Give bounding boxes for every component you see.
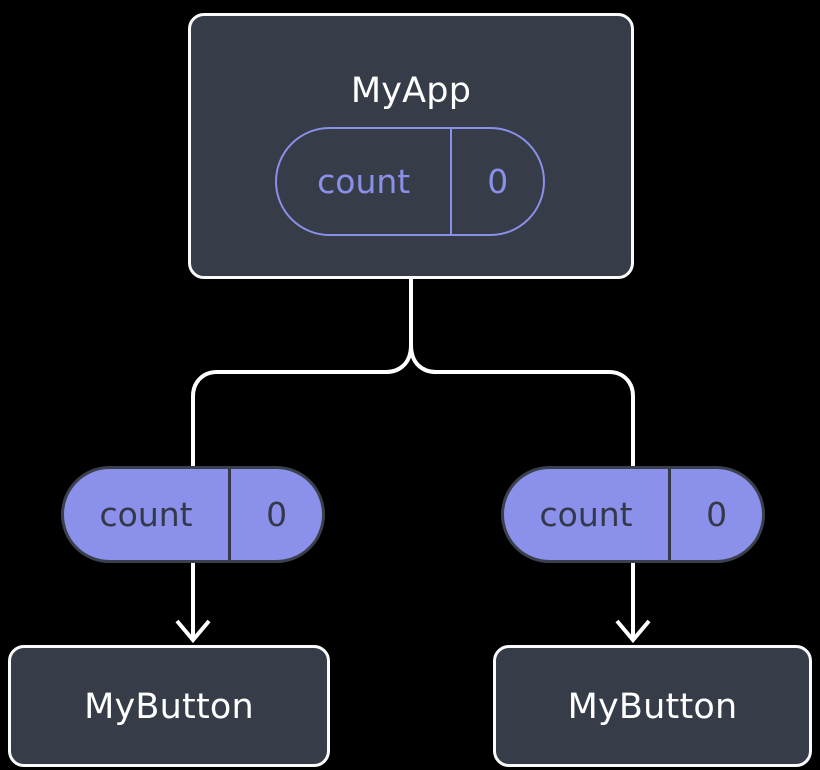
state-pill-right[interactable]: count 0 xyxy=(501,466,765,563)
state-pill-root-divider xyxy=(450,129,453,234)
state-pill-left[interactable]: count 0 xyxy=(61,466,325,563)
branch-connector-right xyxy=(409,343,635,468)
node-mybutton-right[interactable]: MyButton xyxy=(493,645,812,767)
state-pill-right-divider xyxy=(668,469,672,560)
state-pill-right-name: count xyxy=(539,495,633,534)
state-pill-right-value: 0 xyxy=(706,495,728,534)
state-pill-left-name: count xyxy=(99,495,193,534)
prop-arrow-left-head xyxy=(175,619,211,644)
state-pill-root-name: count xyxy=(317,162,411,201)
state-pill-left-divider xyxy=(228,469,232,560)
state-pill-root[interactable]: count 0 xyxy=(275,127,545,236)
node-mybutton-right-title: MyButton xyxy=(567,687,738,727)
node-myapp-title: MyApp xyxy=(350,71,472,111)
branch-connector-left xyxy=(191,343,413,468)
prop-arrow-right-head xyxy=(615,619,651,644)
node-mybutton-left[interactable]: MyButton xyxy=(8,645,330,767)
node-mybutton-left-title: MyButton xyxy=(84,687,254,727)
state-pill-root-value: 0 xyxy=(487,162,509,201)
state-pill-left-value: 0 xyxy=(266,495,288,534)
